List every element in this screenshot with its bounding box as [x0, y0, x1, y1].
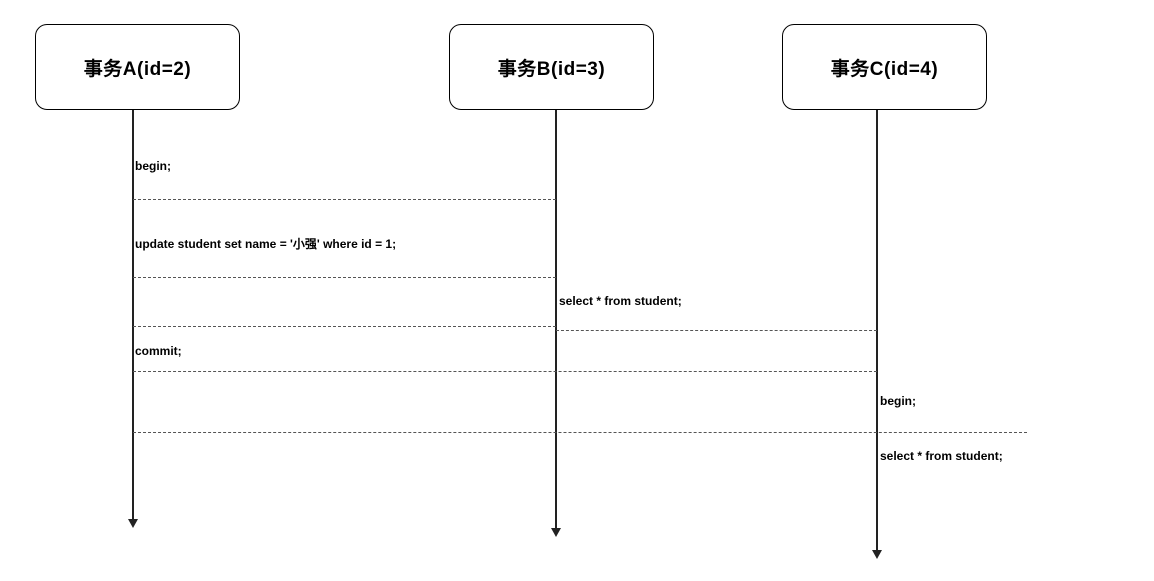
timeline-divider-5	[133, 432, 1027, 433]
timeline-divider-3-right	[556, 330, 877, 331]
arrow-down-icon	[550, 528, 561, 537]
arrow-down-icon	[127, 519, 138, 528]
lifeline-transaction-b	[555, 110, 557, 528]
actor-box-transaction-a: 事务A(id=2)	[35, 24, 240, 110]
actor-label-transaction-b: 事务B(id=3)	[497, 58, 606, 80]
statement-select-c: select * from student;	[880, 449, 1003, 463]
actor-label-transaction-c: 事务C(id=4)	[830, 58, 939, 80]
timeline-divider-4	[133, 371, 877, 372]
actor-box-transaction-b: 事务B(id=3)	[449, 24, 654, 110]
timeline-divider-1	[133, 199, 556, 200]
statement-commit-a: commit;	[135, 344, 182, 358]
statement-begin-c: begin;	[880, 394, 916, 408]
statement-update-a: update student set name = '小强' where id …	[135, 237, 397, 251]
arrow-down-icon	[871, 550, 882, 559]
actor-box-transaction-c: 事务C(id=4)	[782, 24, 987, 110]
lifeline-transaction-a	[132, 110, 134, 519]
timeline-divider-3-left	[133, 326, 556, 327]
actor-label-transaction-a: 事务A(id=2)	[83, 58, 192, 80]
statement-begin-a: begin;	[135, 159, 171, 173]
timeline-divider-2	[133, 277, 556, 278]
statement-select-b: select * from student;	[559, 294, 682, 308]
